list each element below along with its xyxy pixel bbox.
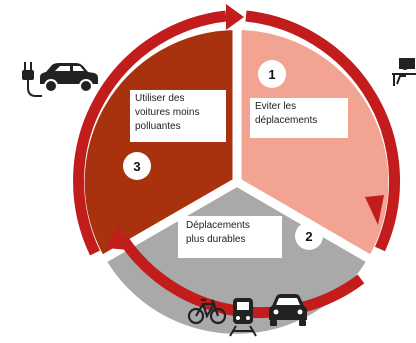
- car-front-icon: [269, 294, 307, 326]
- arrowhead-3: [106, 226, 130, 250]
- step-3-label-line-1: Utiliser des: [135, 93, 185, 104]
- step-2-label: Déplacements plus durables: [178, 216, 282, 258]
- step-2-badge: 2: [295, 222, 323, 250]
- person-at-desk-icon: [392, 58, 416, 86]
- train-icon: [229, 298, 257, 337]
- step-2-label-line-1: Déplacements: [186, 220, 250, 231]
- step-1-label-line-2: déplacements: [255, 115, 318, 126]
- step-3-label-line-3: polluantes: [135, 121, 181, 132]
- bottom-icons: [187, 294, 307, 337]
- left-icons: [22, 62, 98, 97]
- step-1-label: Eviter les déplacements: [250, 98, 348, 138]
- step-1-label-line-1: Eviter les: [255, 101, 297, 112]
- ring-arrowheads: [106, 4, 384, 250]
- electric-plug-icon: [22, 62, 42, 97]
- arrowhead-2: [365, 195, 384, 225]
- step-2-label-line-2: plus durables: [186, 234, 246, 245]
- ring-arc-3: [73, 10, 227, 256]
- step-3-badge: 3: [123, 152, 151, 180]
- step-3-label-line-2: voitures moins: [135, 107, 200, 118]
- bicycle-icon: [187, 298, 227, 325]
- arrowhead-1: [226, 4, 244, 30]
- ring-arc-1: [245, 10, 401, 252]
- step-3-label: Utiliser des voitures moins polluantes: [130, 90, 226, 142]
- step-1-badge: 1: [258, 60, 286, 88]
- car-icon: [40, 63, 98, 93]
